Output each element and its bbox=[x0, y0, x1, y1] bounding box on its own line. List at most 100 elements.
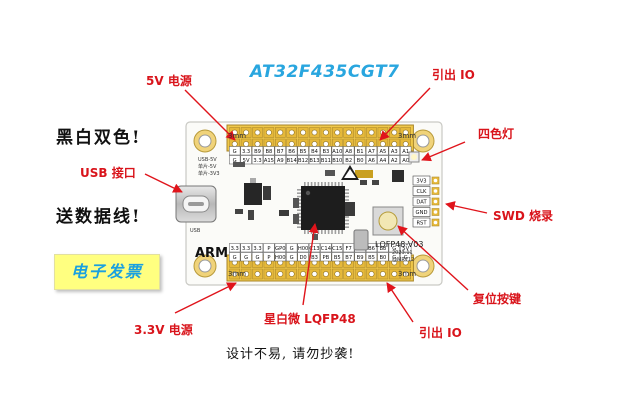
pin-label-box bbox=[400, 146, 412, 156]
mcu-pin bbox=[341, 230, 343, 234]
silk-label: 单片-5V bbox=[198, 164, 217, 170]
pin-label-box bbox=[229, 252, 241, 262]
pin-label: D0 bbox=[299, 255, 306, 261]
header-hole bbox=[277, 141, 284, 147]
pin-label: 3.3 bbox=[253, 158, 261, 164]
header-hole bbox=[379, 141, 386, 147]
mcu-chip bbox=[301, 186, 345, 230]
pin-label: B4 bbox=[311, 149, 319, 155]
crystal bbox=[353, 229, 369, 251]
pin-label-box bbox=[240, 243, 252, 253]
corner-label-tr: 3mm bbox=[398, 132, 417, 140]
callout-reset: 复位按键 bbox=[473, 292, 522, 306]
pin-label: B12 bbox=[298, 158, 308, 164]
header-hole bbox=[311, 129, 318, 136]
pin-label-box bbox=[263, 243, 275, 253]
swd-pin-box bbox=[412, 207, 431, 217]
pin-label: A10 bbox=[332, 149, 342, 155]
swd-hole bbox=[433, 199, 438, 204]
invoice-badge: 电子发票 bbox=[54, 254, 160, 290]
mcu-pin bbox=[297, 192, 301, 194]
pin-label: G bbox=[392, 246, 396, 252]
pin-label-box bbox=[377, 243, 389, 253]
pin-label-box bbox=[354, 146, 366, 156]
pin-label: G bbox=[244, 255, 248, 261]
mcu-pin bbox=[345, 199, 349, 201]
pin-label: B5 bbox=[334, 255, 341, 261]
header-hole bbox=[243, 141, 249, 147]
pin-label-box bbox=[343, 252, 355, 262]
pin-label-box bbox=[263, 252, 275, 262]
copyright-note: 设计不易, 请勿抄袭! bbox=[226, 347, 355, 362]
callout-5v-power: 5V 电源 bbox=[146, 74, 192, 88]
header-hole bbox=[368, 141, 375, 147]
header-hole bbox=[265, 141, 272, 147]
header-hole bbox=[254, 271, 261, 277]
corner-label-bl: 3mm bbox=[228, 270, 247, 278]
header-hole bbox=[391, 271, 398, 277]
mcu-pin bbox=[345, 223, 349, 225]
pin-label: 3.3 bbox=[231, 246, 239, 252]
feature-cable: 送数据线! bbox=[56, 207, 142, 227]
mcu-pin bbox=[334, 230, 337, 234]
pin-label: 5V bbox=[243, 158, 250, 164]
header-hole bbox=[231, 271, 238, 277]
pin-label: 5V bbox=[402, 246, 409, 252]
pin-label: A7 bbox=[368, 149, 375, 155]
pin-label: G bbox=[290, 246, 294, 252]
mcu-pin bbox=[321, 182, 323, 186]
pin-label: B3 bbox=[322, 149, 329, 155]
pin-label: G bbox=[233, 158, 237, 164]
header-hole bbox=[277, 271, 284, 277]
invoice-badge-label: 电子发票 bbox=[70, 262, 143, 281]
pin-label-box bbox=[388, 155, 400, 165]
mcu-pin bbox=[297, 189, 301, 191]
mcu-pin bbox=[314, 182, 316, 186]
mounting-hole-bl bbox=[193, 254, 217, 278]
header-hole bbox=[288, 141, 295, 147]
pin-label: B8 bbox=[265, 149, 272, 155]
callout-swd: SWD 烧录 bbox=[493, 209, 554, 223]
mcu-pin bbox=[327, 182, 330, 186]
pin-label-box bbox=[286, 146, 298, 156]
pin-label: C14 bbox=[321, 246, 332, 252]
pin-label-box bbox=[343, 146, 355, 156]
callout-rgb-led: 四色灯 bbox=[478, 127, 515, 141]
pin-label-box bbox=[229, 146, 241, 156]
pin-label-box bbox=[297, 146, 309, 156]
pin-label-box bbox=[343, 155, 355, 165]
mcu-pin bbox=[334, 182, 337, 186]
silk-power-labels: USB-5V 单片-5V 单片-3V3 bbox=[198, 157, 220, 178]
pin-label: A5 bbox=[379, 149, 386, 155]
pin-label: B13 bbox=[309, 158, 319, 164]
swd-pin-box bbox=[412, 175, 431, 186]
pin-label-box bbox=[377, 252, 389, 262]
mounting-hole-tl bbox=[193, 129, 217, 153]
mcu-pin bbox=[304, 182, 306, 186]
smd-components bbox=[233, 162, 404, 240]
callout-io-bottom: 引出 IO bbox=[419, 326, 462, 340]
pin-label: B6 bbox=[288, 149, 295, 155]
header-hole bbox=[368, 271, 375, 277]
pin-label-box bbox=[240, 252, 252, 262]
mcu-pin bbox=[324, 182, 326, 186]
pin-label: B0 bbox=[357, 158, 364, 164]
mcu-pin bbox=[317, 230, 320, 234]
pin-label-box bbox=[320, 155, 332, 165]
mcu-pin bbox=[331, 230, 333, 234]
header-hole bbox=[254, 129, 261, 136]
header-hole bbox=[311, 271, 318, 277]
pin-label: 3.3 bbox=[242, 149, 250, 155]
mcu-pin bbox=[338, 182, 340, 186]
swd-pin-label: GND bbox=[416, 210, 428, 216]
pin-label: G bbox=[233, 255, 237, 261]
pin-label: G bbox=[290, 255, 294, 261]
header-hole bbox=[231, 141, 238, 147]
callout-io-top: 引出 IO bbox=[432, 68, 475, 82]
pin-label-box bbox=[388, 243, 400, 253]
mcu-pin bbox=[317, 182, 320, 186]
pin-label: 3.3 bbox=[253, 246, 261, 252]
pin-label: B2 bbox=[345, 158, 352, 164]
pin-label: B9 bbox=[357, 255, 364, 261]
mcu-pin bbox=[345, 226, 349, 228]
